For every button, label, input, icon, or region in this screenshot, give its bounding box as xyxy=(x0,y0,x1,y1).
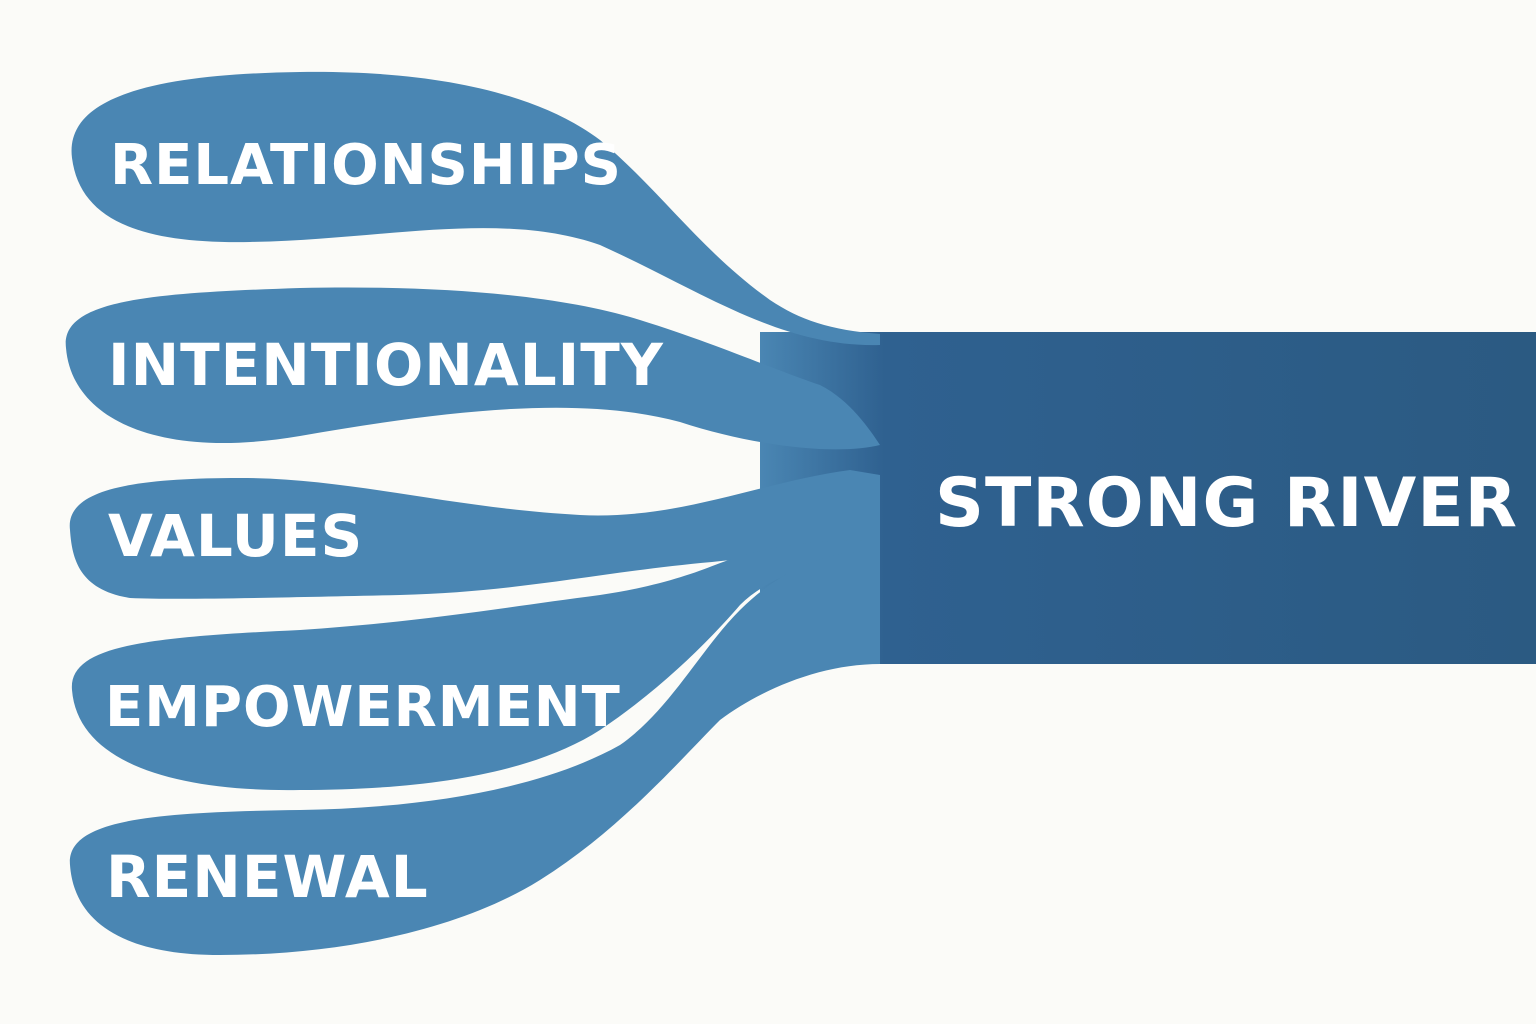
label-relationships: RELATIONSHIPS xyxy=(110,133,622,198)
tributary-intentionality xyxy=(65,287,880,450)
label-strong-river: STRONG RIVER xyxy=(935,464,1518,543)
tributary-renewal xyxy=(69,551,880,955)
tributary-empowerment xyxy=(71,540,881,791)
tributary-values xyxy=(69,470,880,599)
label-intentionality: INTENTIONALITY xyxy=(108,331,664,399)
label-renewal: RENEWAL xyxy=(106,843,429,911)
tributary-relationships xyxy=(71,71,881,346)
label-empowerment: EMPOWERMENT xyxy=(105,675,621,740)
river-trunk xyxy=(760,332,1536,664)
label-values: VALUES xyxy=(108,502,363,570)
